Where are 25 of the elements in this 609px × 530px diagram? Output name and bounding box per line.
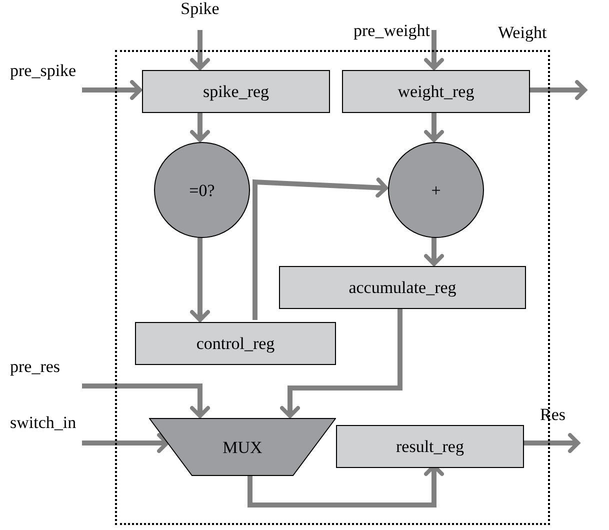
arrow [528,80,587,100]
signal-label: pre_weight [300,22,430,42]
mux-trapezoid: MUX [149,418,336,476]
arrow [424,236,444,266]
signal-label: switch_in [10,414,114,443]
arrow [252,178,388,320]
arrow [190,236,210,322]
arrow [424,111,444,142]
arrow [424,30,444,70]
signal-label: Weight [498,24,547,41]
register-box: spike_reg [142,70,330,113]
arrow [82,80,142,100]
signal-label: Spike [165,0,235,30]
arrow [82,433,170,453]
register-box: weight_reg [342,70,530,113]
register-box: result_reg [336,425,524,468]
signal-label: pre_spike [10,62,114,90]
arrow [190,30,210,70]
register-box: accumulate_reg [279,266,526,309]
arrow [82,384,210,418]
arrow [190,111,210,142]
arrow [522,433,580,453]
register-box: control_reg [135,322,336,365]
arrow [280,307,402,418]
signal-label: pre_res [10,358,100,386]
